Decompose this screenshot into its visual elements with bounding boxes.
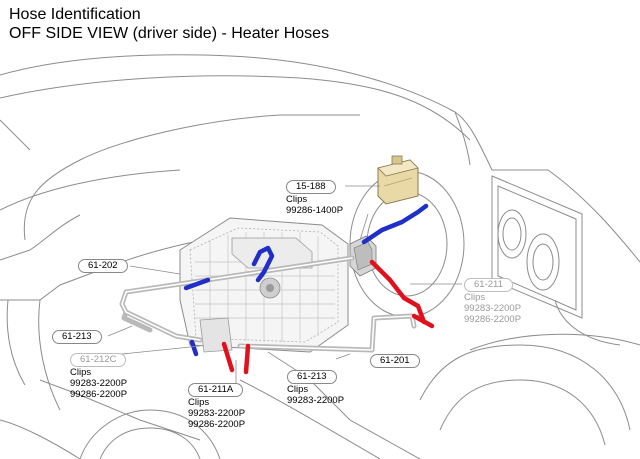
part-label-61-212c[interactable]: 61-212C (70, 353, 127, 367)
part-label-15-188[interactable]: 15-188 (286, 180, 336, 194)
vehicle-body (0, 54, 640, 459)
diagram-subtitle: OFF SIDE VIEW (driver side) - Heater Hos… (9, 25, 330, 42)
callout-15-188: 15-188 Clips 99286-1400P (286, 180, 343, 216)
callout-61-211a: 61-211A Clips 99283-2200P 99286-2200P (188, 383, 245, 430)
clips-label: Clips (286, 194, 308, 205)
engine-block (179, 217, 349, 353)
diagram-title: Hose Identification (9, 6, 141, 23)
part-label-61-213[interactable]: 61-213 (52, 330, 102, 344)
part-label-61-213[interactable]: 61-213 (287, 370, 337, 384)
radiator (491, 175, 583, 319)
callout-61-213-bottom: 61-213 Clips 99283-2200P (287, 370, 344, 406)
clips-label: Clips (70, 367, 92, 378)
cold-hoses (183, 203, 429, 357)
callout-61-213-left: 61-213 (52, 330, 102, 344)
part-label-61-202[interactable]: 61-202 (78, 259, 128, 273)
clips-label: Clips (464, 292, 486, 303)
callout-61-211: 61-211 Clips 99283-2200P 99286-2200P (464, 278, 521, 325)
callout-61-202: 61-202 (78, 259, 128, 273)
clip-part-number: 99286-2200P (70, 389, 128, 400)
hot-hoses (221, 259, 435, 375)
clip-part-number: 99286-2200P (464, 314, 522, 325)
coolant-reservoir (377, 155, 419, 205)
clip-part-number: 99283-2200P (70, 378, 128, 389)
clip-part-number: 99286-1400P (286, 205, 344, 216)
part-label-61-201[interactable]: 61-201 (370, 354, 420, 368)
callout-61-212c: 61-212C Clips 99283-2200P 99286-2200P (70, 353, 127, 400)
clip-part-number: 99283-2200P (287, 395, 345, 406)
clip-part-number: 99283-2200P (188, 408, 246, 419)
callout-61-201: 61-201 (370, 354, 420, 368)
part-label-61-211a[interactable]: 61-211A (188, 383, 244, 397)
clips-label: Clips (188, 397, 210, 408)
clips-label: Clips (287, 384, 309, 395)
part-label-61-211[interactable]: 61-211 (464, 278, 513, 292)
clip-part-number: 99286-2200P (188, 419, 246, 430)
clip-part-number: 99283-2200P (464, 303, 522, 314)
heater-valve (349, 235, 377, 277)
